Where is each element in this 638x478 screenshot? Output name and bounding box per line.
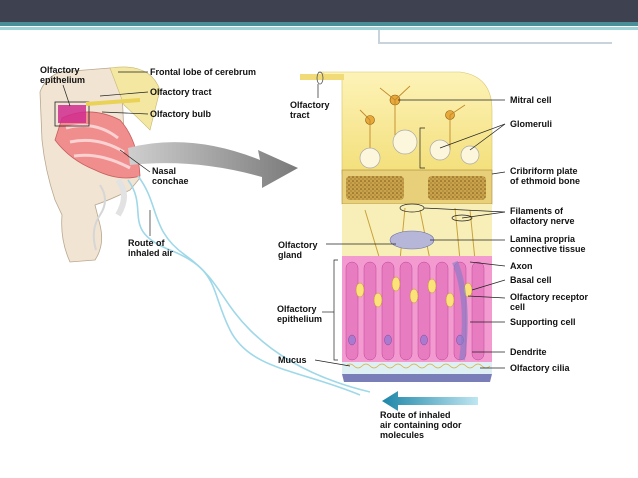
label-frontal-lobe: Frontal lobe of cerebrum — [150, 67, 257, 77]
label-lamina-propria: Lamina propria connective tissue — [510, 234, 586, 254]
slide-header-bar — [0, 0, 638, 22]
label-olfactory-epithelium-right: Olfactory epithelium — [277, 304, 323, 324]
label-cribriform-plate: Cribriform plate of ethmoid bone — [510, 166, 580, 186]
zoom-block — [300, 71, 493, 382]
magnify-arrow — [128, 142, 298, 188]
label-filaments: Filaments of olfactory nerve — [510, 206, 575, 226]
airflow-lines — [127, 175, 371, 396]
label-olfactory-bulb: Olfactory bulb — [150, 109, 212, 119]
label-axon: Axon — [510, 261, 533, 271]
label-route-odor: Route of inhaled air containing odor mol… — [380, 410, 462, 440]
label-olfactory-tract-right: Olfactory tract — [290, 100, 330, 120]
slide-header-accent — [0, 22, 638, 26]
slide-header-bracket — [378, 30, 612, 44]
inhaled-air-arrow — [382, 391, 478, 411]
slide-header-accent-light — [0, 27, 638, 30]
label-nasal-conchae: Nasal conchae — [152, 166, 189, 186]
label-olfactory-cilia: Olfactory cilia — [510, 363, 570, 373]
leader-lines — [62, 71, 506, 369]
label-dendrite: Dendrite — [510, 347, 547, 357]
label-olfactory-receptor-cell: Olfactory receptor cell — [510, 292, 589, 312]
label-basal-cell: Basal cell — [510, 275, 552, 285]
label-mitral-cell: Mitral cell — [510, 95, 552, 105]
label-supporting-cell: Supporting cell — [510, 317, 576, 327]
label-olfactory-gland: Olfactory gland — [278, 240, 318, 260]
label-mucus: Mucus — [278, 355, 307, 365]
head-section — [39, 66, 161, 263]
label-route-inhaled-air: Route of inhaled air — [128, 238, 174, 258]
label-olfactory-tract-left: Olfactory tract — [150, 87, 212, 97]
label-olfactory-epithelium-left: Olfactory epithelium — [40, 65, 86, 85]
label-glomeruli: Glomeruli — [510, 119, 553, 129]
